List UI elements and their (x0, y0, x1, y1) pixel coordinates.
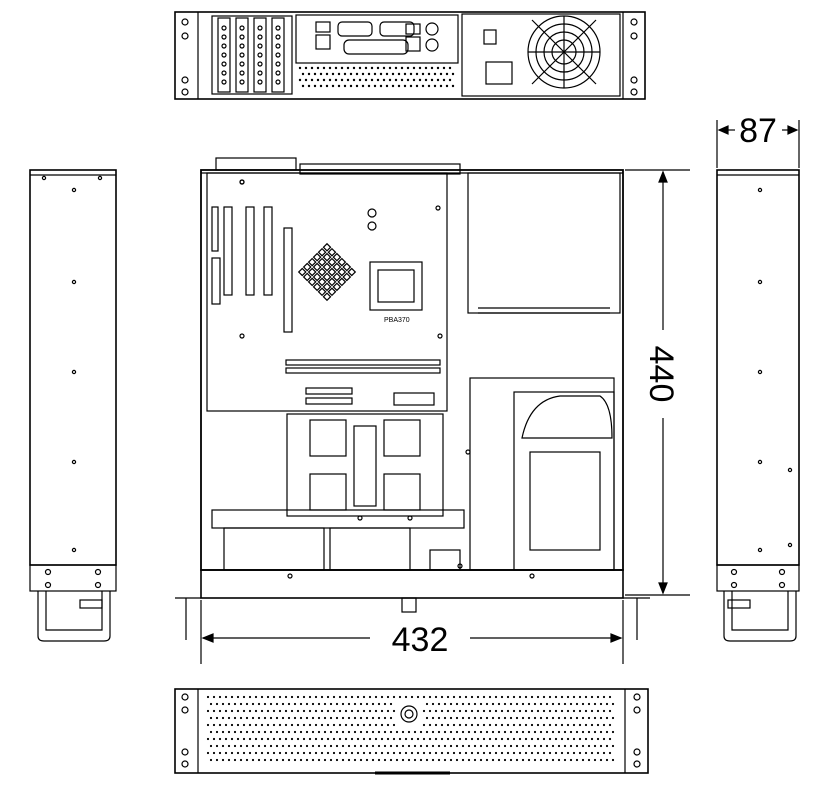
right-side-view (716, 169, 800, 642)
width-dimension-label: 432 (392, 621, 449, 659)
left-side-view (29, 169, 117, 642)
dimension-annotations (200, 120, 800, 664)
top-view: PBA370 (175, 157, 650, 640)
depth-dimension-label: 440 (642, 346, 680, 403)
height-dimension-label: 87 (739, 112, 777, 150)
board-label: PBA370 (384, 317, 410, 324)
rear-view (174, 11, 646, 100)
front-view (174, 688, 649, 775)
